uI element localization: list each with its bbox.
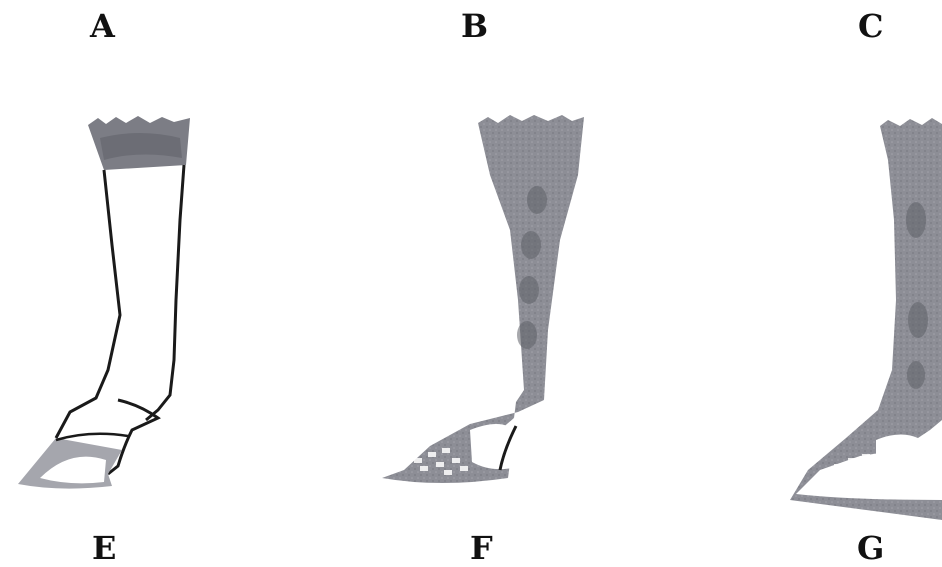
leg-bandage-wrapped: [382, 115, 584, 483]
leg-back-outline: [146, 165, 184, 420]
leg-outline-drawing: [18, 116, 190, 489]
coronet-line: [56, 434, 128, 440]
hoof-window-c: [876, 434, 918, 476]
leg-front-outline: [56, 170, 120, 438]
fetlock-line: [108, 400, 158, 474]
leg-bandage-full: [790, 118, 942, 520]
